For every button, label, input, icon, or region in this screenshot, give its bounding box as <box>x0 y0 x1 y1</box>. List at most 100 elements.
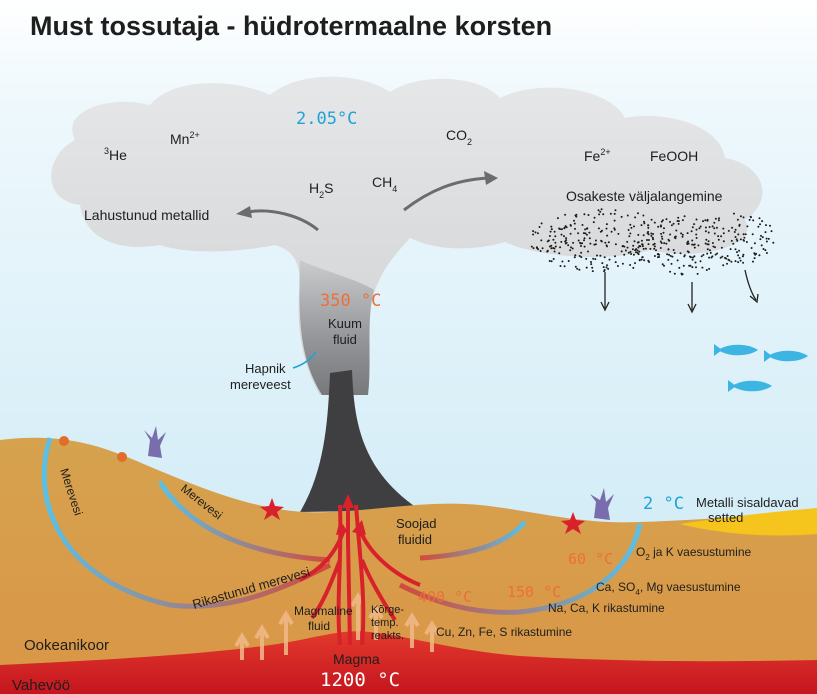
particle-dot <box>550 245 552 247</box>
particle-dot <box>743 239 745 241</box>
particle-dot <box>564 265 566 267</box>
particle-dot <box>730 261 732 263</box>
particle-dot <box>702 220 704 222</box>
temp-150-label: 150 °C <box>507 583 561 601</box>
particle-dot <box>743 237 745 239</box>
particle-dot <box>648 261 650 263</box>
particle-dot <box>666 253 668 255</box>
particle-dot <box>564 214 566 216</box>
particle-dot <box>554 231 556 233</box>
particle-dot <box>751 247 753 249</box>
particle-dot <box>674 252 676 254</box>
particle-dot <box>637 242 639 244</box>
particle-dot <box>603 270 605 272</box>
particle-dot <box>582 224 584 226</box>
particle-dot <box>716 227 718 229</box>
particle-dot <box>623 254 625 256</box>
hot-fluid-label-2: fluid <box>333 332 357 347</box>
diagram-title: Must tossutaja - hüdrotermaalne korsten <box>30 11 552 41</box>
particle-dot <box>532 230 534 232</box>
ocean-crust-label: Ookeanikoor <box>24 637 109 654</box>
particle-dot <box>694 243 696 245</box>
particle-dot <box>705 239 707 241</box>
particle-dot <box>650 233 652 235</box>
particle-dot <box>641 259 643 261</box>
particle-dot <box>669 221 671 223</box>
particle-dot <box>718 219 720 221</box>
oxygen-label-1: Hapnik <box>245 361 286 376</box>
particle-dot <box>553 258 555 260</box>
particle-dot <box>759 238 761 240</box>
particle-dot <box>705 227 707 229</box>
particle-dot <box>633 254 635 256</box>
mantle-label: Vahevöö <box>12 677 70 694</box>
particle-dot <box>565 243 567 245</box>
particle-dot <box>764 249 766 251</box>
particle-dot <box>673 249 675 251</box>
particle-dot <box>696 219 698 221</box>
particle-dot <box>577 232 579 234</box>
particle-dot <box>652 233 654 235</box>
particle-dot <box>667 249 669 251</box>
particle-dot <box>736 251 738 253</box>
particle-dot <box>628 252 630 254</box>
particle-dot <box>662 263 664 265</box>
particle-dot <box>674 273 676 275</box>
particle-dot <box>766 238 768 240</box>
particle-dot <box>573 220 575 222</box>
cu-zn-label: Cu, Zn, Fe, S rikastumine <box>436 625 572 639</box>
particle-dot <box>584 237 586 239</box>
particle-dot <box>708 240 710 242</box>
particle-dot <box>638 245 640 247</box>
particle-dot <box>661 236 663 238</box>
particle-dot <box>716 253 718 255</box>
particle-dot <box>630 253 632 255</box>
particle-dot <box>714 246 716 248</box>
particle-dot <box>572 242 574 244</box>
particle-dot <box>743 233 745 235</box>
particle-dot <box>601 241 603 243</box>
sediments-label-2: setted <box>708 510 743 525</box>
particle-dot <box>668 254 670 256</box>
particle-dot <box>725 258 727 260</box>
particle-dot <box>615 261 617 263</box>
particle-dot <box>671 263 673 265</box>
hot-fluid-label-1: Kuum <box>328 316 362 331</box>
particle-dot <box>647 232 649 234</box>
particle-dot <box>661 238 663 240</box>
particle-dot <box>661 221 663 223</box>
particle-dot <box>710 252 712 254</box>
particle-dot <box>583 213 585 215</box>
feooh-label: FeOOH <box>650 148 698 164</box>
sediments-label-1: Metalli sisaldavad <box>696 495 799 510</box>
particle-dot <box>606 228 608 230</box>
particle-dot <box>708 257 710 259</box>
particle-dot <box>742 262 744 264</box>
particle-dot <box>772 242 774 244</box>
particle-dot <box>574 223 576 225</box>
particle-dot <box>735 260 737 262</box>
particle-dot <box>641 243 643 245</box>
particle-dot <box>587 251 589 253</box>
particle-dot <box>732 243 734 245</box>
particle-dot <box>591 267 593 269</box>
particle-dot <box>697 244 699 246</box>
particle-dot <box>654 255 656 257</box>
particle-dot <box>762 236 764 238</box>
particle-dot <box>614 255 616 257</box>
particle-dot <box>570 224 572 226</box>
particle-dot <box>665 243 667 245</box>
particle-dot <box>666 218 668 220</box>
particle-dot <box>540 250 542 252</box>
particle-dot <box>734 231 736 233</box>
particle-dot <box>590 263 592 265</box>
particle-dot <box>532 234 534 236</box>
particle-dot <box>629 224 631 226</box>
particle-dot <box>594 258 596 260</box>
particle-dot <box>574 254 576 256</box>
particle-dot <box>563 235 565 237</box>
particle-dot <box>758 254 760 256</box>
particle-dot <box>706 253 708 255</box>
